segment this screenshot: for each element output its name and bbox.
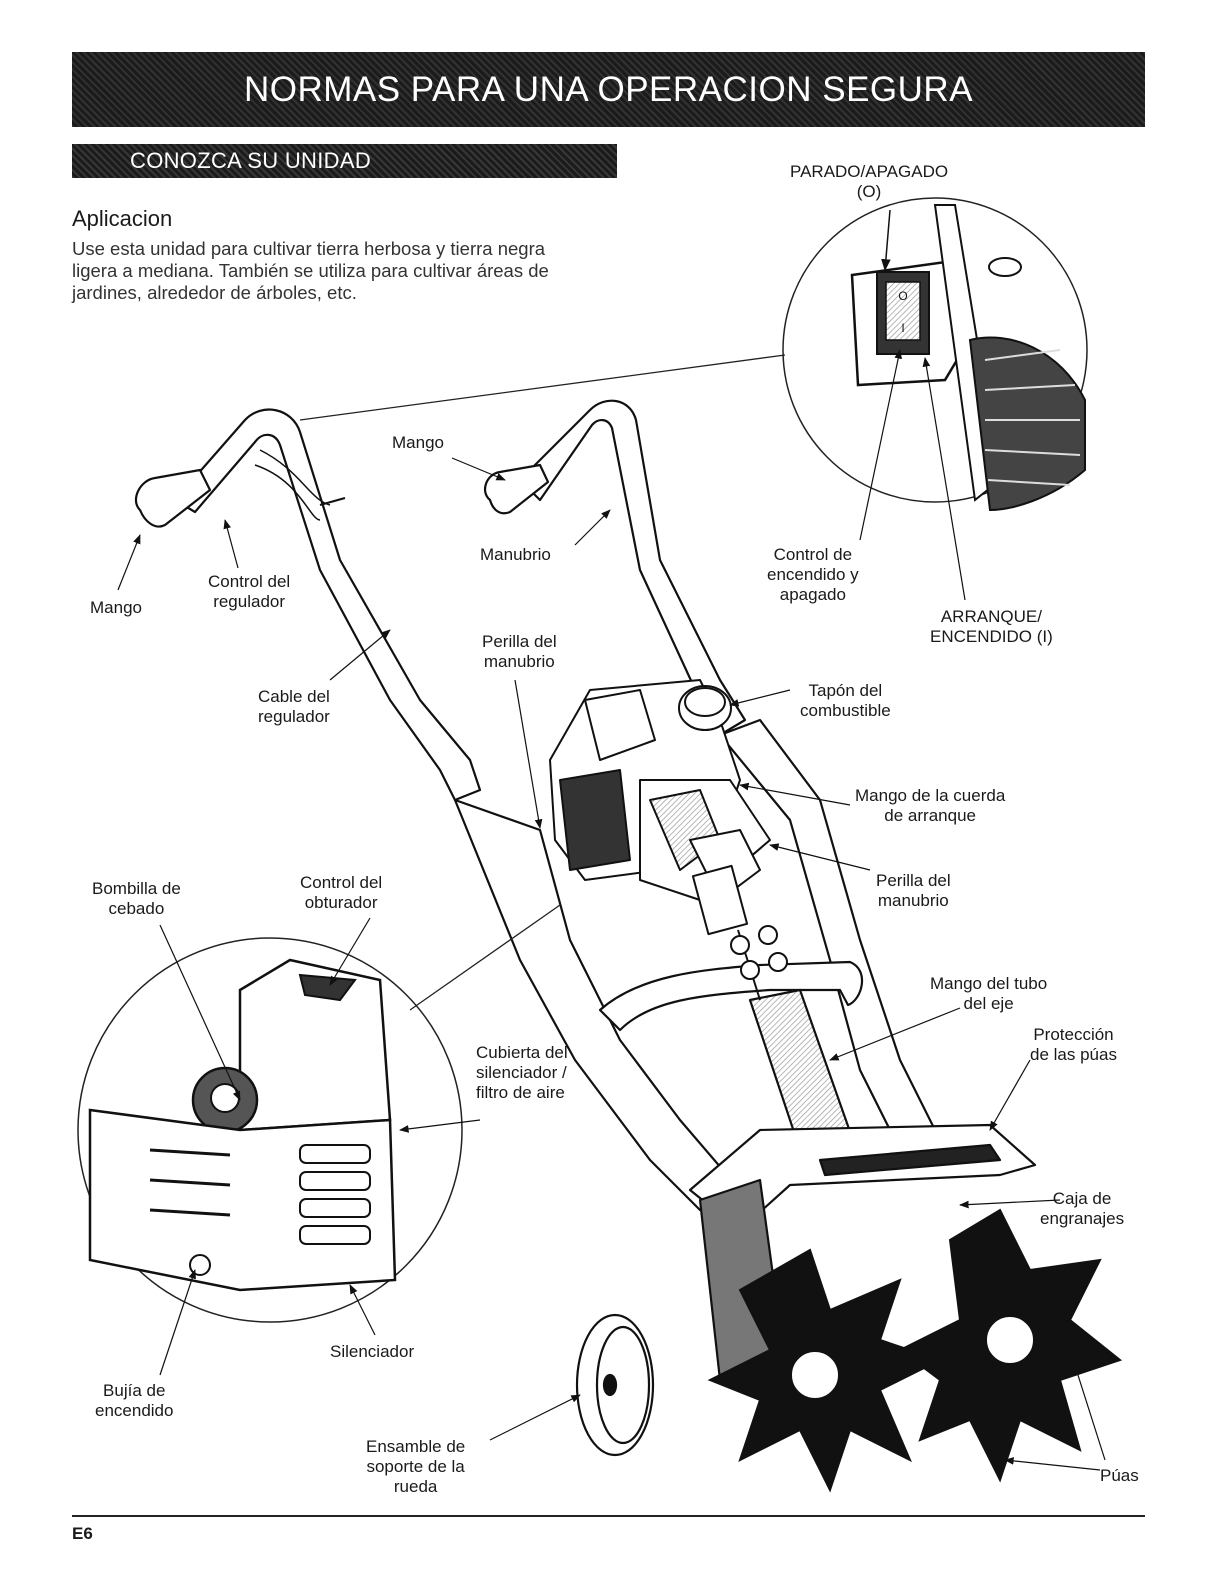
switch-off-mark: O [898,289,907,303]
application-heading: Aplicacion [72,206,173,231]
title-banner: NORMAS PARA UNA OPERACION SEGURA [72,52,1145,127]
switch-inset: O I [782,197,1088,601]
engine [549,679,771,936]
engine-inset [77,937,463,1323]
application-text: Use esta unidad para cultivar tierra her… [72,238,549,303]
label-stop-off: PARADO/APAGADO(O) [790,162,949,201]
tiller-frame [453,718,952,1212]
label-mango-left: Mango [90,598,142,617]
shaft-clamp [730,925,788,980]
label-mango-top: Mango [392,433,444,452]
label-start-on: ARRANQUE/ENCENDIDO (I) [930,607,1053,646]
page-number: E6 [72,1524,93,1543]
section-title: CONOZCA SU UNIDAD [130,148,372,173]
tines [707,1208,1123,1493]
switch-on-mark: I [901,321,904,335]
wheel [575,1313,655,1457]
leader-lines [117,457,1106,1471]
label-tines: Púas [1100,1466,1139,1485]
label-muffler: Silenciador [330,1342,415,1361]
page-title: NORMAS PARA UNA OPERACION SEGURA [243,69,974,109]
section-banner: CONOZCA SU UNIDAD [72,144,617,178]
label-handlebar: Manubrio [480,545,551,564]
footer-divider [72,1515,1145,1517]
handlebar [134,399,747,802]
